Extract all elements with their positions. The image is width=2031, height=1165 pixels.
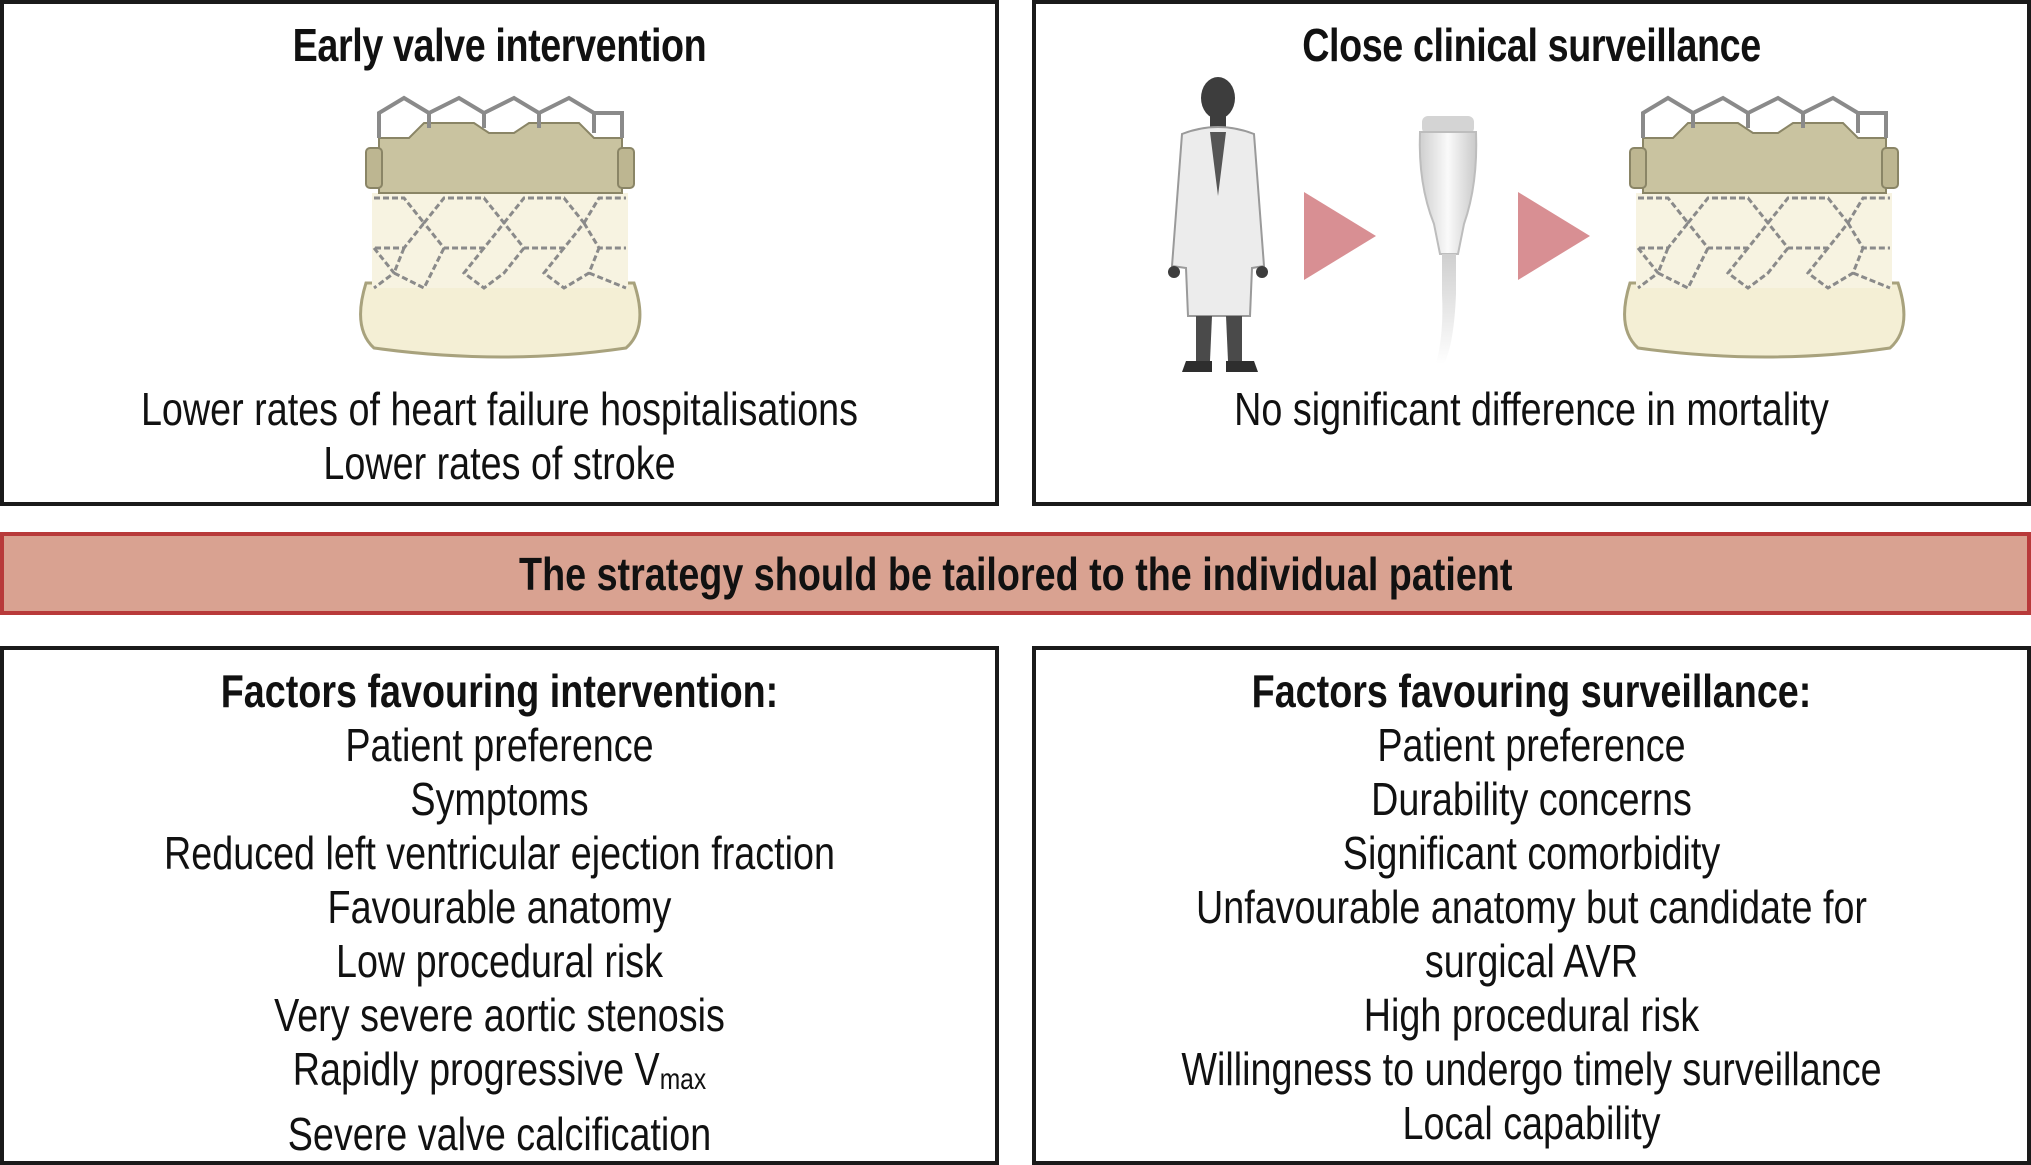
surveillance-outcome-1: No significant difference in mortality: [1234, 383, 1829, 435]
transcatheter-valve-icon: [1622, 96, 1906, 359]
list-item: High procedural risk: [1363, 989, 1700, 1041]
list-item: Durability concerns: [1371, 773, 1692, 825]
vmax-subscript: max: [659, 1063, 707, 1096]
intervention-outcome-2: Lower rates of stroke: [323, 437, 676, 489]
list-item: Low procedural risk: [335, 935, 664, 987]
surveillance-title: Close clinical surveillance: [1302, 19, 1761, 71]
list-item: surgical AVR: [1424, 935, 1639, 987]
list-item: Reduced left ventricular ejection fracti…: [164, 827, 835, 879]
physician-icon: [1168, 77, 1268, 372]
intervention-factors-heading: Factors favouring intervention:: [220, 665, 779, 717]
list-item-vmax: Rapidly progressive Vmax: [93, 1042, 906, 1107]
intervention-panel: Early valve intervention Lower rates of …: [0, 0, 999, 506]
play-arrow-icon: [1304, 192, 1376, 280]
transcatheter-valve-icon: [358, 96, 642, 359]
surveillance-factors-heading: Factors favouring surveillance:: [1251, 665, 1812, 717]
list-item: Local capability: [1402, 1097, 1661, 1149]
list-item: Patient preference: [345, 719, 654, 771]
list-item: Patient preference: [1377, 719, 1686, 771]
list-item: Very severe aortic stenosis: [274, 989, 725, 1041]
vmax-prefix: Rapidly progressive V: [292, 1043, 660, 1095]
list-item: Willingness to undergo timely surveillan…: [1181, 1043, 1882, 1095]
intervention-title: Early valve intervention: [292, 19, 707, 71]
intervention-outcome-1: Lower rates of heart failure hospitalisa…: [140, 383, 859, 435]
strategy-banner: The strategy should be tailored to the i…: [0, 532, 2031, 615]
list-item: Favourable anatomy: [327, 881, 672, 933]
strategy-banner-text: The strategy should be tailored to the i…: [518, 547, 1513, 600]
list-item: Symptoms: [410, 773, 589, 825]
surveillance-factors-panel: Factors favouring surveillance: Patient …: [1032, 646, 2031, 1165]
list-item: Significant comorbidity: [1342, 827, 1721, 879]
surveillance-panel: Close clinical surveillance: [1032, 0, 2031, 506]
ultrasound-probe-icon: [1418, 116, 1478, 364]
play-arrow-icon: [1518, 192, 1590, 280]
list-item: Unfavourable anatomy but candidate for: [1195, 881, 1867, 933]
list-item: Severe valve calcification: [287, 1108, 712, 1160]
intervention-factors-panel: Factors favouring intervention: Patient …: [0, 646, 999, 1165]
